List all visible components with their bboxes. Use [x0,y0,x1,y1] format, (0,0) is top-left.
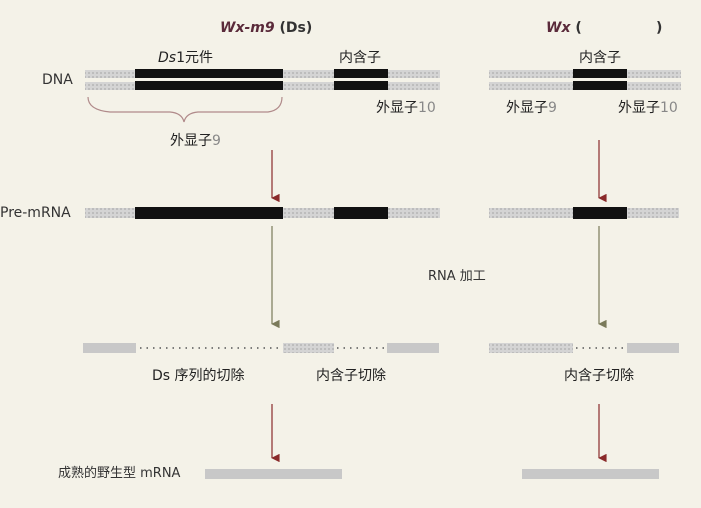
right-spliced [489,343,679,353]
dna-row-label: DNA [42,72,73,88]
left-mature-mrna [205,469,342,479]
right-dna-intron-top [573,69,627,78]
right-exon10-label: 外显子10 [618,100,678,116]
left-dna-ds-element-top [135,69,283,78]
right-intron-label: 内含子 [579,50,621,66]
right-header-gene: Wx [546,20,571,36]
right-dna-intron-bottom [573,81,627,90]
left-dna-intron-bottom [334,81,388,90]
right-exon9-num: 9 [548,100,557,116]
exon9-brace [87,96,283,123]
right-header: Wx ( [546,20,582,36]
right-header-close: ) [656,20,663,36]
left-premrna [85,207,440,219]
left-spliced-exon-a [83,343,136,353]
ds1-element-prefix: Ds [158,50,177,66]
right-exon9-text: 外显子 [506,100,548,116]
right-premrna-intron [573,207,627,219]
exon9-brace-text: 外显子 [170,133,212,149]
left-spliced-exon-c [387,343,439,353]
left-header-suffix: (Ds) [279,20,313,36]
right-exon10-num: 10 [660,100,678,116]
left-exon10-label: 外显子10 [376,100,436,116]
right-intron-excision-label: 内含子切除 [564,368,634,384]
left-header-gene: Wx-m9 [220,20,275,36]
left-dna-intron-top [334,69,388,78]
mature-mrna-label: 成熟的野生型 mRNA [58,466,181,481]
right-header-paren-open: ( [575,20,582,36]
ds-excision-label: Ds 序列的切除 [152,368,245,384]
premrna-row-label: Pre-mRNA [0,205,71,221]
left-intron-label: 内含子 [339,50,381,66]
left-dna [85,69,440,90]
rna-processing-label: RNA 加工 [428,269,486,284]
left-premrna-intron [334,207,388,219]
right-mature-mrna [522,469,659,479]
ds1-element-label: Ds1元件 [158,50,213,66]
right-dna [489,69,681,90]
left-header: Wx-m9 (Ds) [220,20,312,36]
left-spliced-exon-b [283,343,334,353]
exon9-brace-num: 9 [212,133,221,149]
left-exon10-text: 外显子 [376,100,418,116]
left-premrna-ds [135,207,283,219]
exon9-brace-label: 外显子9 [170,133,221,149]
right-premrna [489,207,679,219]
left-dna-ds-element-bottom [135,81,283,90]
right-spliced-exon-a [489,343,573,353]
left-spliced [83,343,439,353]
right-exon10-text: 外显子 [618,100,660,116]
ds1-element-suffix: 1元件 [176,50,213,66]
left-exon10-num: 10 [418,100,436,116]
right-exon9-label: 外显子9 [506,100,557,116]
right-spliced-exon-b [627,343,679,353]
left-intron-excision-label: 内含子切除 [316,368,386,384]
